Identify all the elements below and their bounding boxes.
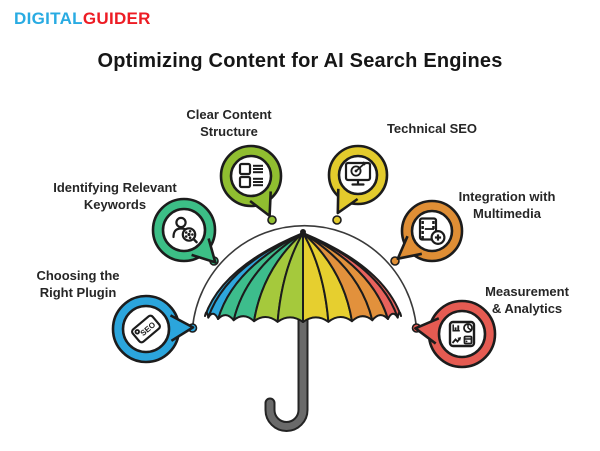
monitor-target-icon (344, 161, 372, 186)
connector-arc (191, 224, 418, 329)
bubble-clear-content-structure (219, 144, 283, 218)
bubble-tail (191, 238, 217, 264)
bubble-technical-seo (327, 144, 389, 215)
seo-tag-icon: SEO (131, 314, 161, 344)
checklist-layout-icon (238, 162, 263, 189)
analytics-dashboard-icon (448, 320, 476, 348)
film-plus-icon (418, 217, 446, 246)
digitalguider-logo: DIGITALGUIDER (14, 9, 151, 29)
label-technical-seo: Technical SEO (386, 121, 478, 136)
bubble-tail (169, 314, 195, 342)
bubble-tail (396, 235, 423, 260)
bubble-inner (229, 154, 273, 198)
arc-dot-clear-content-structure (267, 215, 277, 225)
label-identifying-relevant-keywords: Identifying Relevant Keywords (53, 180, 177, 212)
bubble-identifying-relevant-keywords (151, 197, 217, 264)
logo-part-digital: DIGITAL (14, 9, 83, 28)
umbrella-pole (266, 234, 307, 430)
umbrella-apex-cap (300, 229, 306, 235)
bubble-integration-with-multimedia (396, 199, 464, 263)
page-title: Optimizing Content for AI Search Engines (97, 50, 503, 72)
label-choosing-right-plugin: Choosing the Right Plugin (36, 268, 120, 300)
bubble-measurement-analytics (414, 299, 497, 369)
arc-dot-technical-seo (332, 215, 342, 225)
umbrella-canopy-panel (302, 232, 402, 319)
logo-part-guider: GUIDER (82, 9, 151, 28)
bubble-tail (414, 317, 440, 345)
person-gear-icon (172, 216, 198, 244)
label-clear-content-structure: Clear Content Structure (186, 107, 272, 139)
bubble-tail (249, 191, 272, 218)
label-integration-with-multimedia: Integration with Multimedia (458, 189, 556, 221)
bubble-tail (336, 188, 359, 215)
label-measurement-analytics: Measurement & Analytics (485, 284, 569, 316)
umbrella (204, 229, 402, 432)
bubble-choosing-right-plugin: SEO (111, 294, 195, 364)
